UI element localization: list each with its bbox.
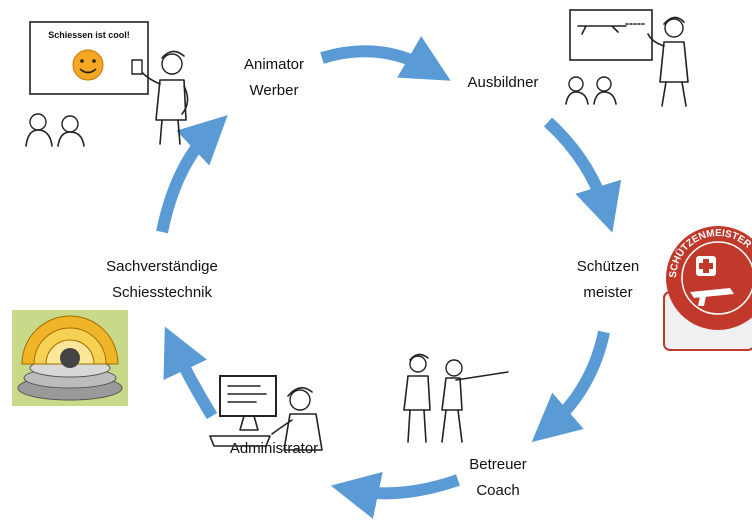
- instructor-with-rifle-chart-icon: [556, 4, 706, 112]
- role-label-sachverstaendige: Sachverständige Schiesstechnik: [106, 258, 218, 301]
- arrow-animator-to-ausbildner: [320, 36, 451, 81]
- person-at-computer-icon: [200, 374, 340, 454]
- layered-pyramid-icon: [12, 310, 128, 406]
- coach-with-shooter-icon: [396, 350, 516, 446]
- schuetzenmeister-badge-icon: SCHÜTZENMEISTER: [660, 222, 752, 354]
- role-label-ausbildner: Ausbildner: [467, 74, 539, 91]
- role-label-administrator: Administrator: [229, 440, 319, 457]
- presenter-with-board-icon: Schiessen ist cool!: [10, 10, 210, 150]
- arrow-schuetzenmeister-to-betreuer: [531, 330, 610, 443]
- role-label-animator: Animator Werber: [243, 56, 305, 99]
- arrow-administrator-to-sachverstaendige: [163, 326, 218, 420]
- arrow-ausbildner-to-schuetzenmeister: [543, 117, 622, 233]
- smiley-icon: [72, 49, 104, 81]
- arrow-sachverstaendige-to-animator: [156, 115, 228, 234]
- role-label-betreuer: Betreuer Coach: [469, 456, 527, 499]
- board-text: Schiessen ist cool!: [48, 30, 130, 40]
- role-label-schuetzenmeister: Schützen meister: [576, 258, 640, 301]
- arrow-betreuer-to-administrator: [330, 471, 460, 519]
